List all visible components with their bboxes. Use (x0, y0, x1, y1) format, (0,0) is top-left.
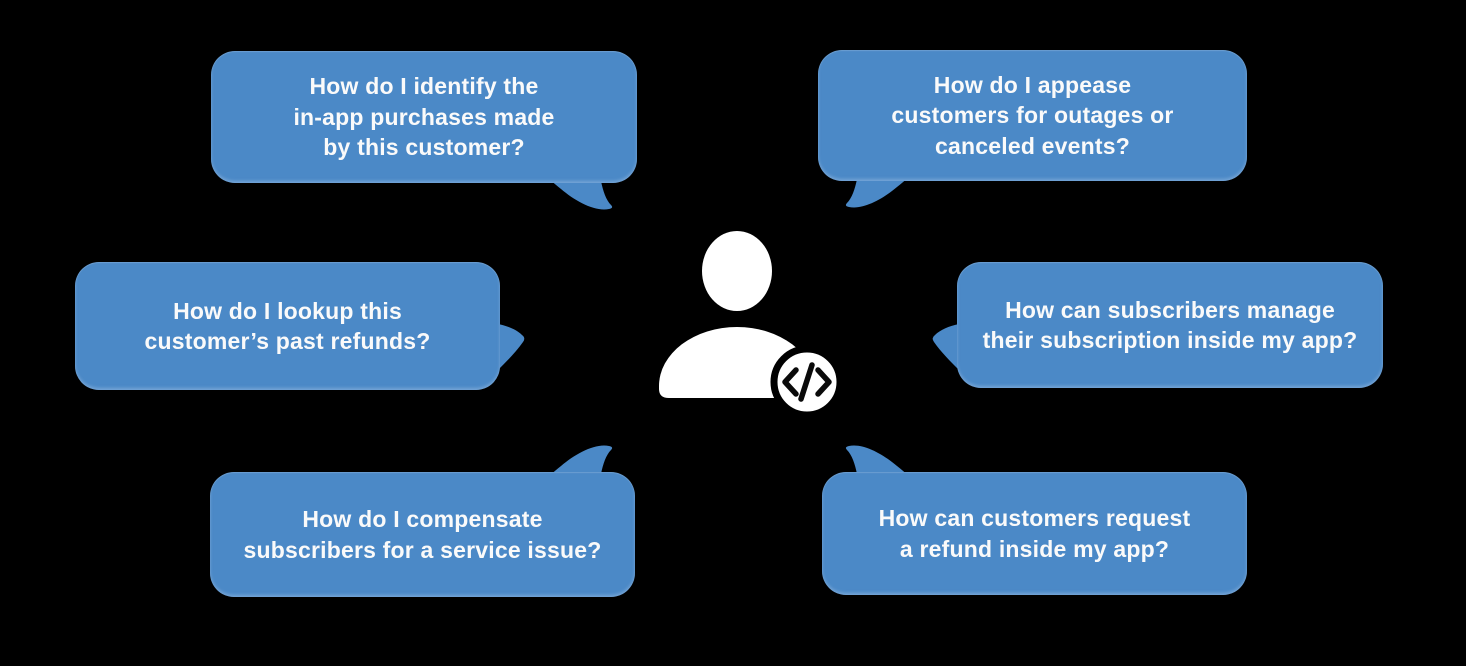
bubble-line: canceled events? (935, 132, 1130, 159)
bubble-line: customers for outages or (891, 102, 1174, 129)
speech-bubble-bottom-right: How can customers request a refund insid… (822, 472, 1247, 595)
speech-bubble-middle-right-tail (932, 324, 959, 370)
speech-bubble-top-right: How do I appease customers for outages o… (818, 50, 1247, 181)
speech-bubble-middle-left: How do I lookup this customer’s past ref… (75, 262, 500, 390)
speech-bubble-middle-right: How can subscribers manage their subscri… (957, 262, 1383, 388)
speech-bubble-middle-left-tail (498, 324, 525, 370)
code-glyph-icon (782, 362, 832, 402)
speech-bubble-bottom-left-tail (551, 445, 613, 474)
bubble-line: How do I compensate (302, 506, 543, 532)
speech-bubble-top-right-tail (845, 179, 907, 208)
bubble-line: How do I lookup this (173, 297, 402, 324)
bubble-line: How can customers request (878, 505, 1191, 531)
bubble-line: How do I appease (933, 71, 1132, 98)
bubble-line: by this customer? (323, 134, 525, 161)
person-icon (659, 231, 844, 419)
speech-bubble-top-left: How do I identify the in-app purchases m… (211, 51, 637, 183)
speech-bubble-top-left-tail (551, 181, 613, 210)
bubble-line: How can subscribers manage (1005, 296, 1335, 323)
speech-bubble-bottom-right-tail (845, 445, 907, 474)
person-head (702, 231, 772, 311)
bubble-line: their subscription inside my app? (982, 327, 1358, 353)
bubble-line: How do I identify the (309, 73, 539, 100)
bubble-line: customer’s past refunds? (144, 328, 431, 354)
bubble-line: subscribers for a service issue? (243, 536, 602, 563)
speech-bubble-bottom-left: How do I compensate subscribers for a se… (210, 472, 635, 597)
bubble-line: a refund inside my app? (899, 535, 1170, 562)
bubble-line: in-app purchases made (293, 103, 555, 130)
